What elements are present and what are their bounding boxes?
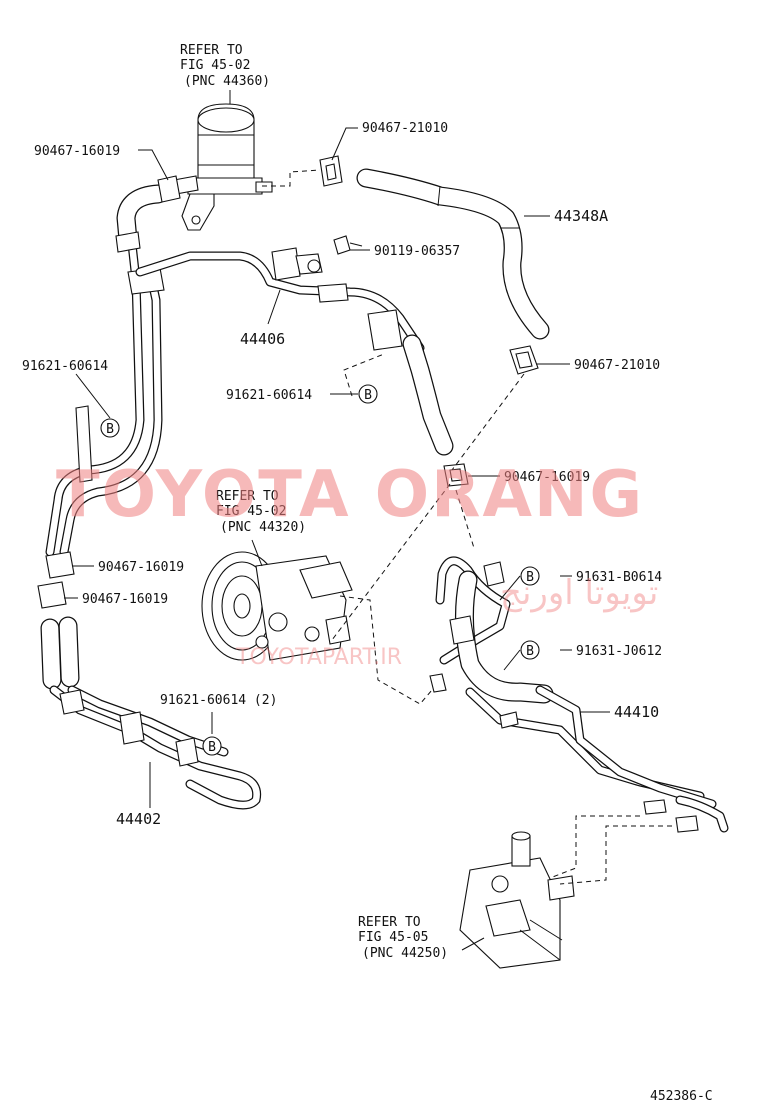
clamp-90467-16019-top-left — [157, 175, 181, 203]
callout-b-91631-b: B — [520, 566, 540, 586]
svg-text:FIG 45-05: FIG 45-05 — [358, 930, 428, 945]
callout-b-mid: B — [358, 384, 378, 404]
clamp-90467-16019-left-1 — [45, 551, 75, 579]
label-refer-reservoir: REFER TO FIG 45-02 (PNC 44360) — [180, 43, 270, 89]
svg-text:FIG 45-02: FIG 45-02 — [216, 504, 286, 519]
clamp-90467-16019-mid — [443, 463, 469, 487]
label-clamp-left-1: 90467-16019 — [98, 560, 184, 575]
svg-text:B: B — [526, 570, 534, 585]
callout-b-91631-j: B — [520, 640, 540, 660]
svg-text:B: B — [106, 422, 114, 437]
callout-b-left: B — [100, 418, 120, 438]
lower-tube-44402 — [40, 616, 262, 810]
label-clamp-right: 90467-21010 — [574, 358, 660, 373]
label-bolt-90119: 90119-06357 — [374, 244, 460, 259]
reservoir-tank — [173, 103, 273, 231]
power-steering-pump — [201, 551, 353, 661]
return-hose-44348a — [356, 168, 550, 340]
dashed-connectors — [262, 169, 672, 885]
svg-text:B: B — [526, 644, 534, 659]
label-tube-44402: 44402 — [116, 810, 161, 828]
svg-text:B: B — [364, 388, 372, 403]
clamp-90467-21010-top — [319, 155, 343, 187]
label-clip-mid: 91621-60614 — [226, 388, 312, 403]
label-tube-44406: 44406 — [240, 330, 285, 348]
clamp-90467-16019-left-2 — [37, 581, 67, 609]
leader-lines — [64, 90, 610, 951]
svg-text:REFER TO: REFER TO — [216, 489, 279, 504]
svg-text:B: B — [208, 740, 216, 755]
label-figure-code: 452386-C — [650, 1089, 713, 1104]
svg-text:(PNC 44320): (PNC 44320) — [220, 520, 306, 535]
label-clip-91631-j: 91631-J0612 — [576, 644, 662, 659]
label-hose-44348a: 44348A — [554, 207, 608, 225]
svg-text:REFER TO: REFER TO — [180, 43, 243, 58]
pressure-tube-44410 — [429, 556, 729, 833]
watermark-arabic: تويوتا اورنج — [500, 573, 658, 613]
steering-gear — [459, 831, 575, 969]
svg-text:(PNC 44250): (PNC 44250) — [362, 946, 448, 961]
label-clip-bottom-left: 91621-60614 (2) — [160, 693, 277, 708]
svg-text:REFER TO: REFER TO — [358, 915, 421, 930]
svg-text:(PNC 44360): (PNC 44360) — [184, 74, 270, 89]
label-tube-44410: 44410 — [614, 703, 659, 721]
label-clip-left: 91621-60614 — [22, 359, 108, 374]
callout-b-bottom-left: B — [202, 736, 222, 756]
label-clip-91631-b: 91631-B0614 — [576, 570, 662, 585]
clamp-90467-21010-right — [509, 345, 539, 375]
pressure-tube-44406 — [135, 247, 454, 456]
watermark-url: TOYOTAPART.IR — [235, 645, 402, 670]
label-clamp-mid: 90467-16019 — [504, 470, 590, 485]
label-clamp-top-left: 90467-16019 — [34, 144, 120, 159]
label-refer-pump: REFER TO FIG 45-02 (PNC 44320) — [216, 489, 306, 535]
watermark-brand: TOYOTA ORANG — [56, 458, 644, 532]
label-clamp-left-2: 90467-16019 — [82, 592, 168, 607]
bolt-90119-06357 — [333, 235, 363, 255]
label-refer-gear: REFER TO FIG 45-05 (PNC 44250) — [358, 915, 448, 961]
label-clamp-top-mid: 90467-21010 — [362, 121, 448, 136]
svg-text:FIG 45-02: FIG 45-02 — [180, 58, 250, 73]
